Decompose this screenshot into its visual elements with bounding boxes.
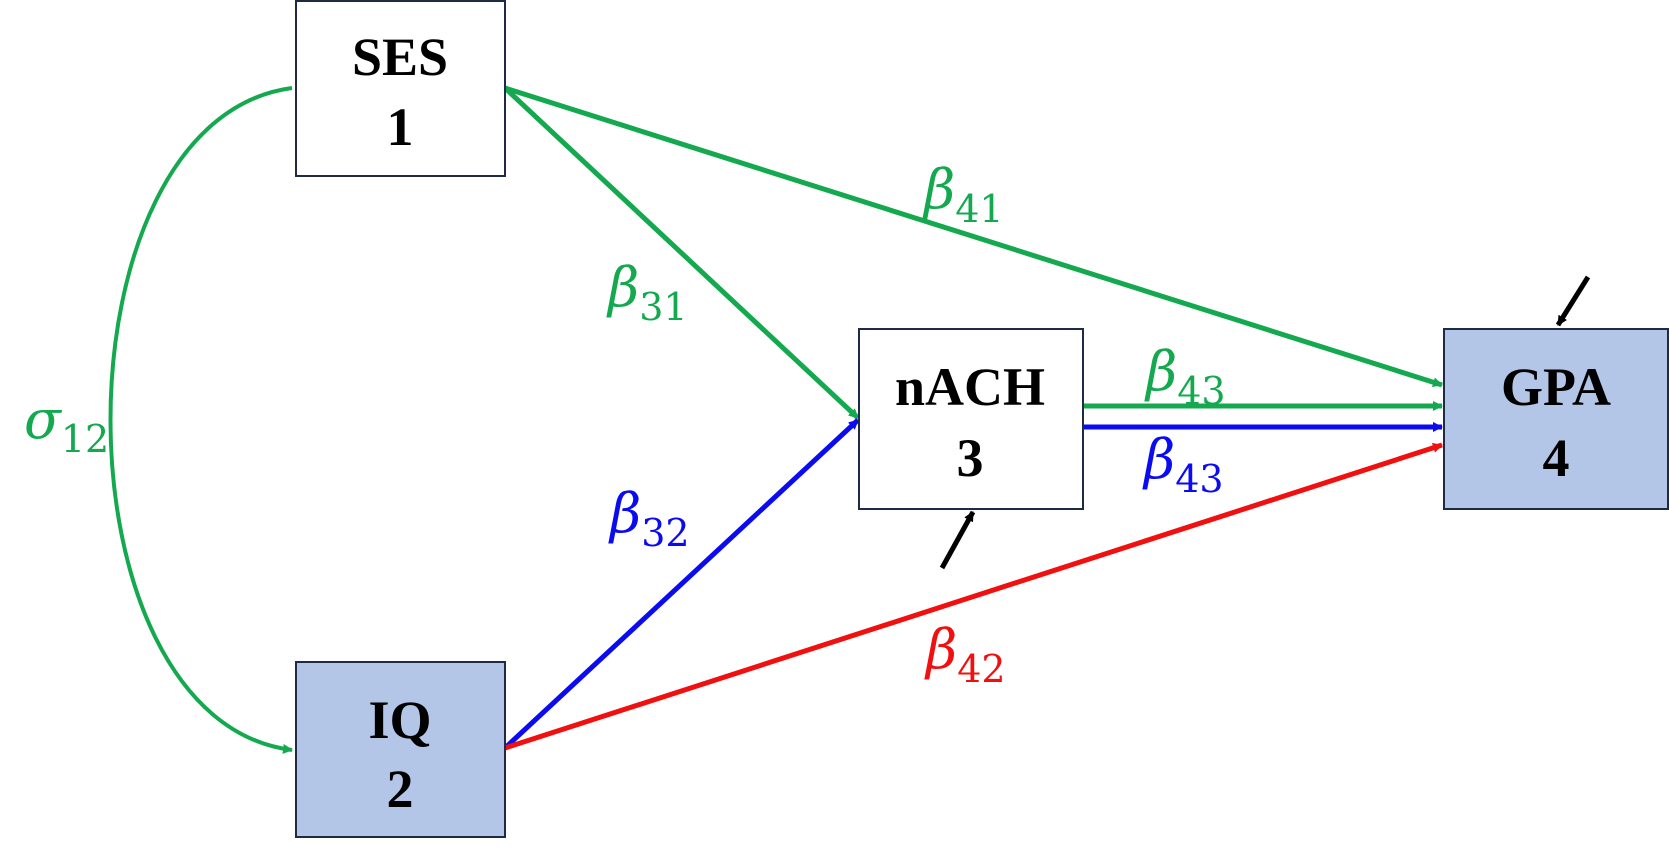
edge-ses-to-gpa: [504, 85, 1443, 388]
label-beta-43-blue: β43: [1142, 428, 1224, 501]
label-beta-31: β31: [606, 256, 688, 329]
node-nach-name: nACH: [895, 357, 1045, 417]
node-iq-name: IQ: [368, 690, 431, 750]
edge-ses-to-nach: [503, 86, 860, 420]
node-gpa-box: [1443, 328, 1669, 510]
node-gpa-number: 4: [1543, 428, 1570, 488]
label-beta-41-sub: 41: [955, 187, 1003, 231]
label-beta-31-symbol: β: [606, 256, 639, 319]
edge-iq-to-nach: [503, 418, 860, 750]
label-beta-32-sub: 32: [641, 511, 689, 555]
node-nach-box: [858, 328, 1084, 510]
node-iq: IQ 2: [295, 661, 506, 838]
edge-iq-to-gpa: [504, 442, 1443, 751]
label-beta-32: β32: [608, 482, 690, 555]
label-beta-43-green: β43: [1144, 340, 1226, 413]
label-sigma-12-sub: 12: [61, 417, 109, 461]
label-beta-42-sub: 42: [957, 647, 1005, 691]
node-gpa: GPA 4: [1443, 328, 1669, 510]
node-iq-number: 2: [387, 759, 414, 819]
node-nach: nACH 3: [858, 328, 1084, 510]
node-iq-box: [295, 661, 506, 838]
label-sigma-12: σ12: [24, 388, 109, 461]
label-beta-43-blue-symbol: β: [1142, 428, 1175, 491]
covariance-arc-sigma-12: [108, 86, 293, 754]
label-beta-31-sub: 31: [639, 285, 687, 329]
node-ses-name: SES: [352, 27, 448, 87]
label-beta-42-symbol: β: [924, 618, 957, 681]
label-beta-41: β41: [922, 158, 1004, 231]
node-ses: SES 1: [295, 0, 506, 177]
disturbance-arrow-gpa: [1555, 275, 1591, 327]
label-beta-43-blue-sub: 43: [1175, 457, 1223, 501]
disturbance-arrow-nach: [939, 510, 976, 570]
node-ses-box: [295, 0, 506, 177]
node-nach-number: 3: [957, 428, 984, 488]
label-beta-41-symbol: β: [922, 158, 955, 221]
label-beta-43-green-symbol: β: [1144, 340, 1177, 403]
node-ses-number: 1: [387, 97, 414, 157]
label-sigma-12-symbol: σ: [24, 388, 63, 451]
label-beta-42: β42: [924, 618, 1006, 691]
label-beta-43-green-sub: 43: [1177, 369, 1225, 413]
node-gpa-name: GPA: [1501, 357, 1611, 417]
label-beta-32-symbol: β: [608, 482, 641, 545]
